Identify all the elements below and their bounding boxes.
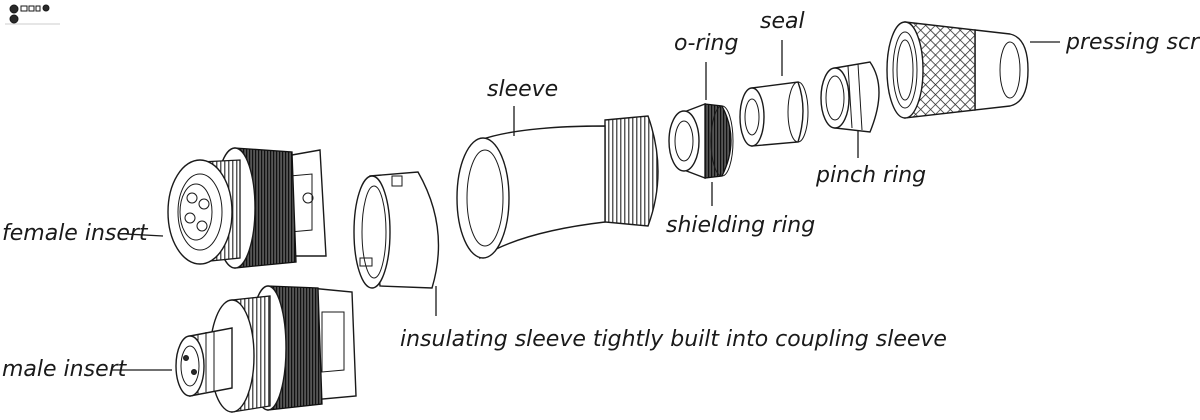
female-insert-leader [125, 233, 164, 237]
shielding-ring-part [668, 102, 706, 180]
male-insert-part [175, 285, 357, 413]
pinch-ring-part [820, 61, 880, 133]
o-ring-label: o-ring [674, 31, 738, 56]
male-insert-label: male insert [2, 357, 128, 382]
seal-label: seal [760, 9, 805, 34]
seal-part [739, 81, 809, 147]
sleeve-part [456, 115, 659, 260]
sleeve-label: sleeve [487, 77, 558, 102]
thumbnail-image [5, 4, 60, 25]
o-ring-part [704, 103, 734, 179]
pinch-ring-label: pinch ring [815, 163, 926, 188]
shielding-ring-label: shielding ring [666, 213, 815, 238]
female-insert-part [167, 147, 327, 269]
pressing-screw-part [886, 21, 1029, 119]
insulating-sleeve-part [353, 171, 440, 289]
pressing-screw-label: pressing screw [1065, 30, 1200, 55]
female-insert-label: female insert [2, 221, 149, 246]
insulating-sleeve-label: insulating sleeve tightly built into cou… [400, 327, 947, 352]
